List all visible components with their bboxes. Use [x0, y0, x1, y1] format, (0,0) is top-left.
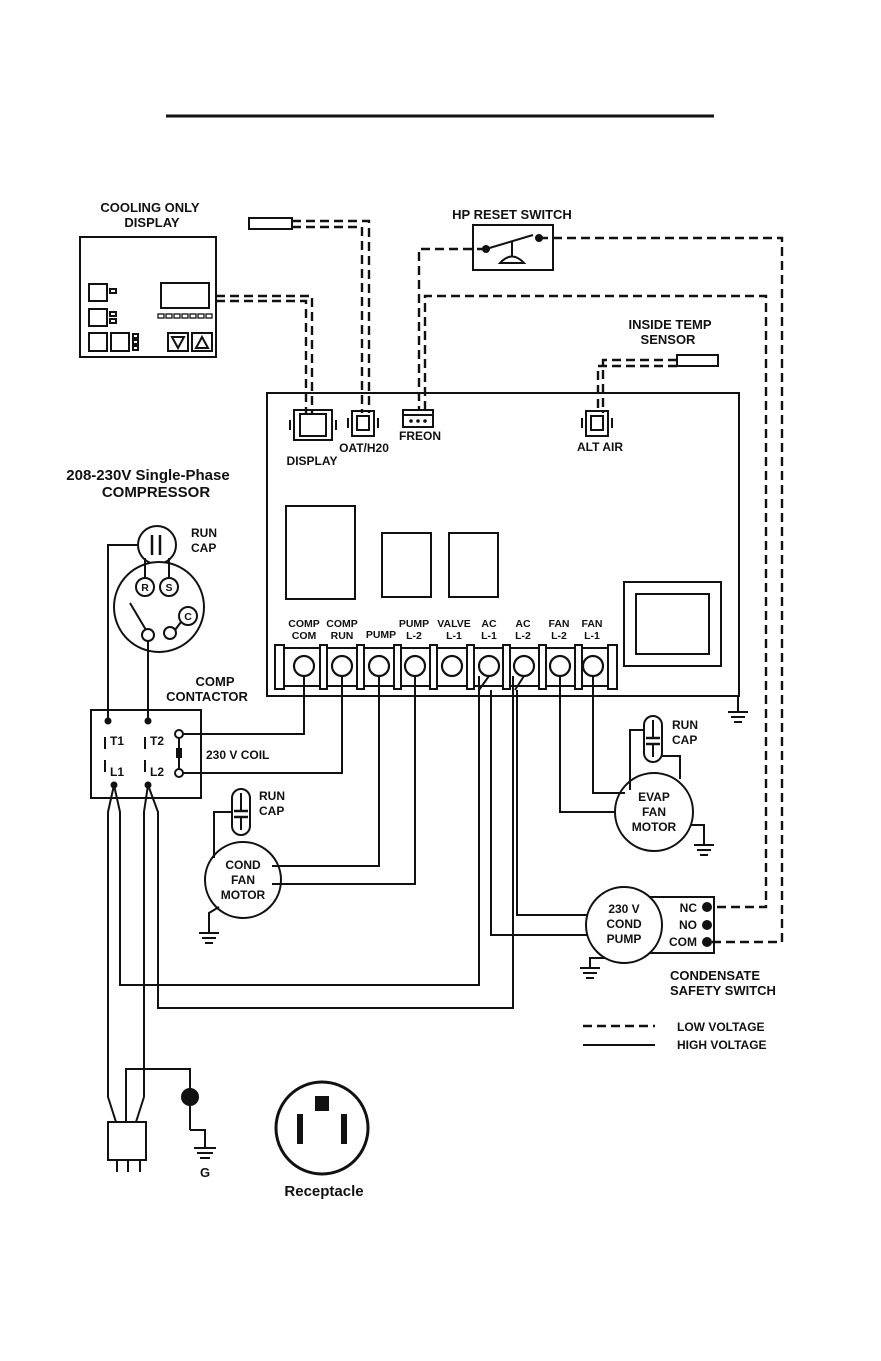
- cooling-display-label-1: COOLING ONLY: [100, 200, 200, 215]
- oat-h20-connector: [347, 410, 379, 437]
- board-relay-3: [448, 532, 499, 598]
- power-plug: [107, 1121, 147, 1172]
- contactor-terminal-t1: T1: [110, 734, 124, 748]
- terminal-strip: [274, 644, 618, 690]
- cond-fan-ground-icon: [199, 932, 219, 944]
- freon-connector: [402, 409, 434, 428]
- cond-pump-label-1: 230 V: [608, 902, 639, 916]
- legend-high-voltage: HIGH VOLTAGE: [677, 1038, 767, 1052]
- display-connector: [289, 409, 337, 441]
- compressor-run-cap-label-1: RUN: [191, 526, 217, 540]
- evap-run-cap-label-1: RUN: [672, 718, 698, 732]
- contactor-terminal-l2: L2: [150, 765, 164, 779]
- evap-fan-ground-icon: [694, 844, 714, 856]
- hp-reset-switch-label: HP RESET SWITCH: [452, 207, 572, 222]
- evap-run-cap-label-2: CAP: [672, 733, 697, 747]
- terminal-label: AC: [515, 618, 531, 630]
- safety-switch-nc: NC: [680, 901, 698, 915]
- safety-switch-label-2: SAFETY SWITCH: [670, 983, 776, 998]
- board-relay-2: [381, 532, 432, 598]
- comp-contactor: T1 T2 L1 L2: [90, 709, 202, 799]
- cond-fan-motor: [204, 788, 282, 919]
- compressor-title-2: COMPRESSOR: [102, 484, 211, 501]
- contactor-terminal-l1: L1: [110, 765, 124, 779]
- evap-fan-motor-label-3: MOTOR: [632, 820, 677, 834]
- cond-pump-ground-icon: [580, 967, 600, 979]
- terminal-label: RUN: [331, 630, 354, 642]
- terminal-label: VALVE: [437, 618, 470, 630]
- legend: LOW VOLTAGE HIGH VOLTAGE: [583, 1020, 767, 1052]
- coil-label: 230 V COIL: [206, 748, 269, 762]
- legend-low-voltage: LOW VOLTAGE: [677, 1020, 765, 1034]
- compressor-terminal-c: C: [184, 611, 192, 623]
- receptacle-icon: [274, 1080, 370, 1176]
- evap-fan-motor-label-1: EVAP: [638, 790, 670, 804]
- cond-pump-label-3: PUMP: [607, 932, 642, 946]
- inside-temp-label-1: INSIDE TEMP: [628, 317, 711, 332]
- alt-air-connector: [581, 410, 613, 437]
- terminal-label: FAN: [582, 618, 603, 630]
- safety-switch-label-1: CONDENSATE: [670, 968, 760, 983]
- contactor-label-2: CONTACTOR: [166, 689, 248, 704]
- terminal-label: PUMP: [366, 629, 396, 641]
- terminal-label: PUMP: [399, 618, 429, 630]
- oat-sensor-probe: [248, 217, 293, 230]
- cooling-display: COOLING ONLY DISPLAY: [79, 200, 217, 358]
- terminal-label: AC: [481, 618, 497, 630]
- hp-reset-switch: HP RESET SWITCH: [452, 207, 572, 271]
- compressor-run-cap-label-2: CAP: [191, 541, 216, 555]
- terminal-label: L-1: [481, 630, 497, 642]
- terminal-label: L-2: [551, 630, 567, 642]
- terminal-label: COMP: [326, 618, 358, 630]
- evap-fan-motor-label-2: FAN: [642, 805, 666, 819]
- alt-air-connector-label: ALT AIR: [577, 440, 623, 454]
- board-ground-icon: [728, 696, 748, 723]
- contactor-terminal-t2: T2: [150, 734, 164, 748]
- terminal-label: L-2: [515, 630, 531, 642]
- terminal-label: FAN: [549, 618, 570, 630]
- oat-h20-connector-label: OAT/H20: [339, 441, 389, 455]
- terminal-label: L-1: [584, 630, 600, 642]
- terminal-label: L-1: [446, 630, 462, 642]
- cond-run-cap-label-1: RUN: [259, 789, 285, 803]
- terminal-labels: COMP COM COMP RUN PUMP PUMP L-2 VALVE L-…: [288, 618, 602, 642]
- contactor-label-1: COMP: [196, 674, 235, 689]
- ground-label: G: [200, 1165, 210, 1180]
- high-voltage-wires: [107, 544, 705, 1123]
- terminal-label: L-2: [406, 630, 422, 642]
- cord-ground-icon: [181, 1088, 216, 1159]
- board-relay-1: [285, 505, 356, 600]
- inside-temp-probe: [676, 354, 719, 367]
- cond-run-cap-label-2: CAP: [259, 804, 284, 818]
- receptacle-label: Receptacle: [284, 1183, 363, 1200]
- condensate-safety-switch: [650, 896, 715, 954]
- safety-switch-com: COM: [669, 935, 697, 949]
- evap-fan-motor: [614, 715, 694, 852]
- cond-pump-label-2: COND: [606, 917, 642, 931]
- terminal-label: COM: [292, 630, 317, 642]
- compressor-terminal-s: S: [165, 582, 172, 594]
- cond-fan-motor-label-1: COND: [225, 858, 261, 872]
- cond-fan-motor-label-2: FAN: [231, 873, 255, 887]
- safety-switch-no: NO: [679, 918, 697, 932]
- cond-fan-motor-label-3: MOTOR: [221, 888, 266, 902]
- compressor-title-1: 208-230V Single-Phase: [66, 467, 229, 484]
- display-connector-label: DISPLAY: [287, 454, 338, 468]
- low-voltage-wires: [216, 219, 784, 944]
- freon-connector-label: FREON: [399, 429, 441, 443]
- terminal-label: COMP: [288, 618, 320, 630]
- cooling-display-label-2: DISPLAY: [124, 215, 179, 230]
- compressor-terminal-r: R: [141, 582, 149, 594]
- cond-pump: [585, 886, 663, 964]
- inside-temp-label-2: SENSOR: [641, 332, 697, 347]
